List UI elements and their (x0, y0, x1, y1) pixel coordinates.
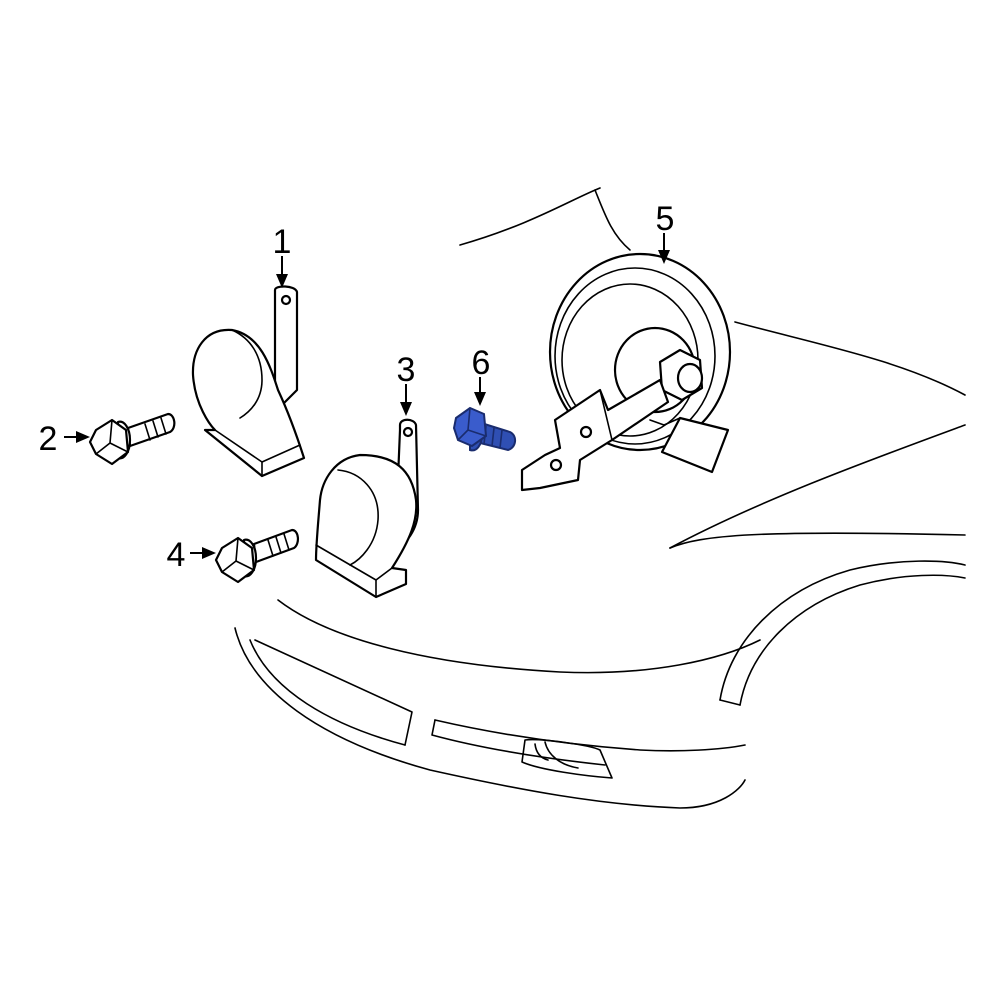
callout-6: 6 (472, 344, 491, 382)
bolt-part-6-highlighted[interactable] (452, 406, 516, 452)
horn-part-1[interactable] (191, 285, 306, 478)
callout-2: 2 (39, 420, 58, 458)
callout-3: 3 (397, 351, 416, 389)
disc-horn-part-5[interactable] (520, 252, 732, 492)
callout-5: 5 (656, 200, 675, 238)
bolt-part-2[interactable] (88, 412, 176, 466)
bolt-part-4[interactable] (214, 528, 299, 584)
callout-4: 4 (167, 536, 186, 574)
callout-arrows (64, 233, 670, 559)
horn-part-3[interactable] (314, 418, 420, 599)
vehicle-outline (234, 187, 966, 809)
callout-1: 1 (273, 223, 292, 261)
